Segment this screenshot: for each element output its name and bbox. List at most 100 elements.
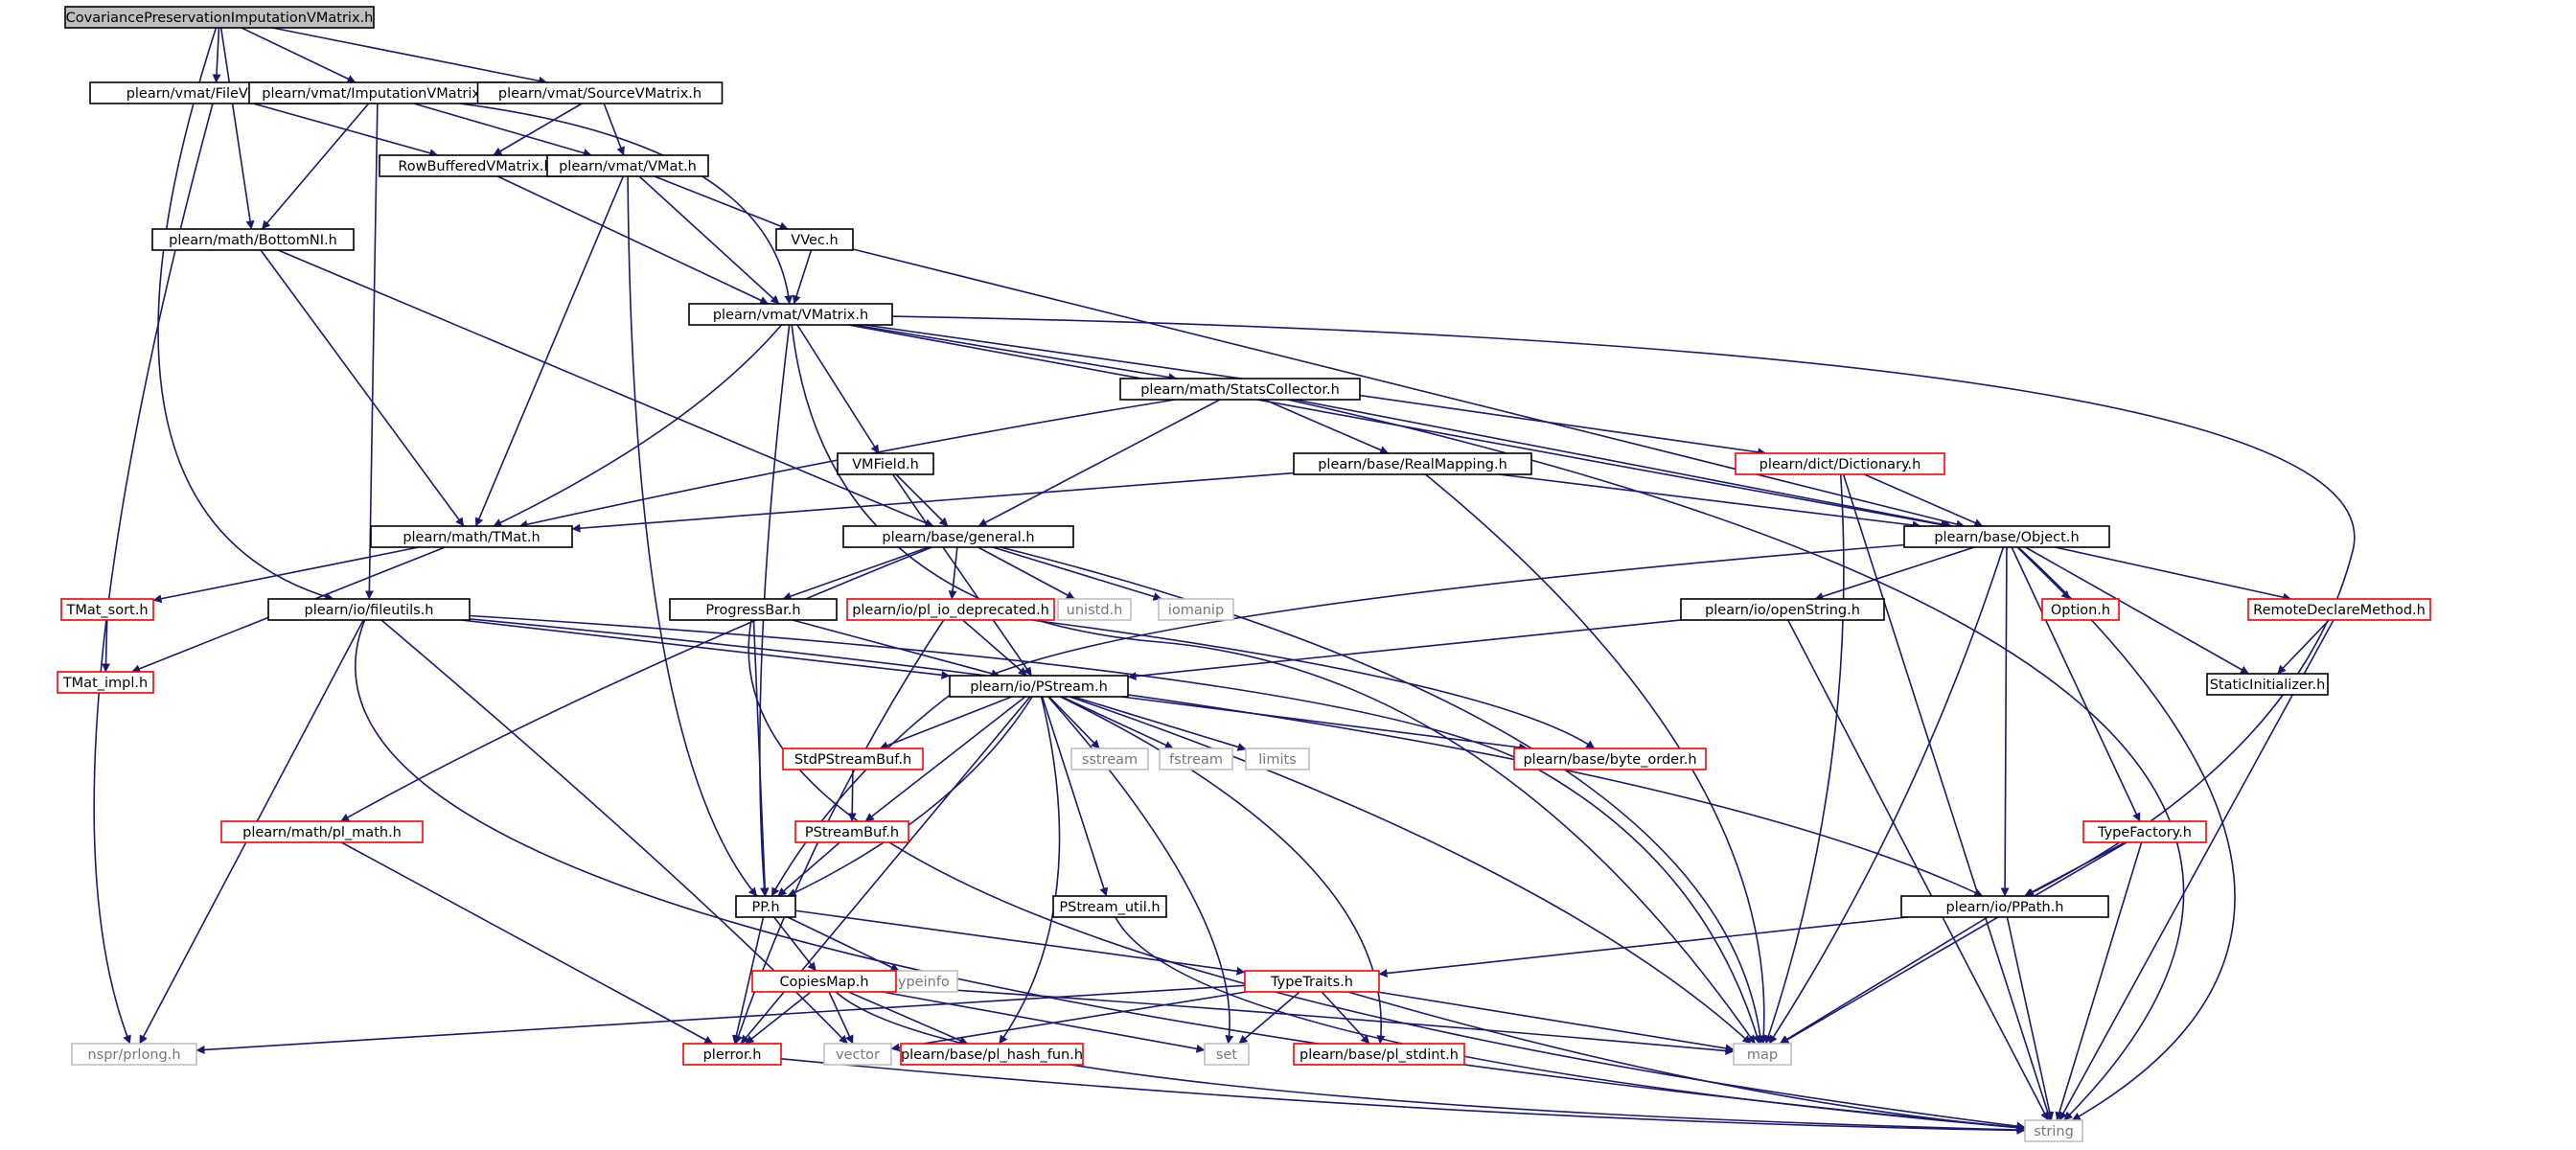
node-vmat[interactable]: plearn/vmat/VMat.h [546,154,709,177]
node-map-box[interactable] [1733,1043,1792,1066]
node-srcvm-box[interactable] [476,81,724,104]
node-pliodep[interactable]: plearn/io/pl_io_deprecated.h [846,598,1055,621]
node-string-box[interactable] [2024,1119,2083,1142]
node-limits[interactable]: limits [1245,748,1310,770]
node-nspr[interactable]: nspr/prlong.h [71,1043,197,1066]
node-object-box[interactable] [1903,525,2110,548]
node-copies[interactable]: CopiesMap.h [751,970,897,993]
node-bottomnl-box[interactable] [151,228,355,251]
node-remote[interactable]: RemoteDeclareMethod.h [2247,598,2431,621]
node-psbuf[interactable]: PStreamBuf.h [794,820,909,843]
node-psutil-box[interactable] [1052,895,1167,918]
node-remote-box[interactable] [2247,598,2431,621]
node-ppath-box[interactable] [1900,895,2109,918]
node-openstr-box[interactable] [1680,598,1885,621]
node-hashfun[interactable]: plearn/base/pl_hash_fun.h [900,1043,1084,1066]
node-fstream-box[interactable] [1159,748,1233,770]
node-stdpsbuf[interactable]: StdPStreamBuf.h [782,748,924,770]
node-tmatsort-box[interactable] [60,598,154,621]
node-pp-box[interactable] [735,895,796,918]
node-sstream-box[interactable] [1070,748,1149,770]
node-stdint[interactable]: plearn/base/pl_stdint.h [1293,1043,1465,1066]
node-vvec-box[interactable] [775,228,854,251]
node-object[interactable]: plearn/base/Object.h [1903,525,2110,548]
node-unistd[interactable]: unistd.h [1057,598,1132,621]
node-bottomnl[interactable]: plearn/math/BottomNI.h [151,228,355,251]
node-psbuf-box[interactable] [794,820,909,843]
node-plmath[interactable]: plearn/math/pl_math.h [220,820,424,843]
node-impvm[interactable]: plearn/vmat/ImputationVMatrix.h [248,81,507,104]
node-staticinit-box[interactable] [2206,673,2329,696]
edge-srcvm-to-rowbuf [493,103,583,156]
node-fileutils-box[interactable] [267,598,471,621]
node-plerror-box[interactable] [682,1043,782,1066]
node-rowbuf[interactable]: RowBufferedVMatrix.h [379,154,572,177]
node-map[interactable]: map [1733,1043,1792,1066]
node-option-box[interactable] [2041,598,2120,621]
node-root[interactable]: CovariancePreservationImputationVMatrix.… [64,6,375,29]
node-tmatsort[interactable]: TMat_sort.h [60,598,154,621]
node-tmat[interactable]: plearn/math/TMat.h [370,525,573,548]
node-nspr-box[interactable] [71,1043,197,1066]
node-pstream-box[interactable] [949,675,1129,698]
node-iomanip[interactable]: iomanip [1158,598,1234,621]
node-openstr[interactable]: plearn/io/openString.h [1680,598,1885,621]
node-progress-box[interactable] [669,598,838,621]
node-vmatrix-box[interactable] [688,303,893,326]
node-byteorder[interactable]: plearn/base/byte_order.h [1513,748,1707,770]
node-typefac[interactable]: TypeFactory.h [2082,820,2207,843]
node-tmat-box[interactable] [370,525,573,548]
node-stdint-box[interactable] [1293,1043,1465,1066]
node-srcvm[interactable]: plearn/vmat/SourceVMatrix.h [476,81,724,104]
edge-dict-to-object [1863,473,1984,527]
node-limits-box[interactable] [1245,748,1310,770]
node-pliodep-box[interactable] [846,598,1055,621]
node-general[interactable]: plearn/base/general.h [842,525,1074,548]
node-plmath-box[interactable] [220,820,424,843]
node-realmap-box[interactable] [1293,452,1532,475]
node-fileutils[interactable]: plearn/io/fileutils.h [267,598,471,621]
node-vector[interactable]: vector [823,1043,892,1066]
node-tmatimpl[interactable]: TMat_impl.h [57,671,154,694]
node-option[interactable]: Option.h [2041,598,2120,621]
node-dict-box[interactable] [1735,452,1945,475]
node-pstream[interactable]: plearn/io/PStream.h [949,675,1129,698]
node-set-box[interactable] [1204,1043,1250,1066]
node-staticinit[interactable]: StaticInitializer.h [2206,673,2329,696]
node-sstream[interactable]: sstream [1070,748,1149,770]
node-tmatimpl-box[interactable] [57,671,154,694]
node-string[interactable]: string [2024,1119,2083,1142]
node-vvec[interactable]: VVec.h [775,228,854,251]
node-plerror[interactable]: plerror.h [682,1043,782,1066]
node-unistd-box[interactable] [1057,598,1132,621]
node-vmatrix[interactable]: plearn/vmat/VMatrix.h [688,303,893,326]
node-stdpsbuf-box[interactable] [782,748,924,770]
node-hashfun-box[interactable] [900,1043,1084,1066]
node-set[interactable]: set [1204,1043,1250,1066]
node-iomanip-box[interactable] [1158,598,1234,621]
node-general-box[interactable] [842,525,1074,548]
node-root-box[interactable] [64,6,375,29]
edge-psutil-to-string [1115,916,2026,1133]
node-realmap[interactable]: plearn/base/RealMapping.h [1293,452,1532,475]
node-vector-box[interactable] [823,1043,892,1066]
node-byteorder-box[interactable] [1513,748,1707,770]
node-stats[interactable]: plearn/math/StatsCollector.h [1119,378,1361,401]
node-psutil[interactable]: PStream_util.h [1052,895,1167,918]
node-vmfield-box[interactable] [837,452,934,475]
node-dict[interactable]: plearn/dict/Dictionary.h [1735,452,1945,475]
node-ppath[interactable]: plearn/io/PPath.h [1900,895,2109,918]
node-pp[interactable]: PP.h [735,895,796,918]
node-stats-box[interactable] [1119,378,1361,401]
node-typefac-box[interactable] [2082,820,2207,843]
node-vmat-box[interactable] [546,154,709,177]
edge-pstream-to-psutil [1041,696,1109,897]
node-vmfield[interactable]: VMField.h [837,452,934,475]
edge-pp-to-traits [794,909,1246,976]
edge-dict-to-map [1764,473,1845,1045]
node-progress[interactable]: ProgressBar.h [669,598,838,621]
node-traits[interactable]: TypeTraits.h [1244,970,1380,993]
node-fstream[interactable]: fstream [1159,748,1233,770]
node-traits-box[interactable] [1244,970,1380,993]
node-copies-box[interactable] [751,970,897,993]
